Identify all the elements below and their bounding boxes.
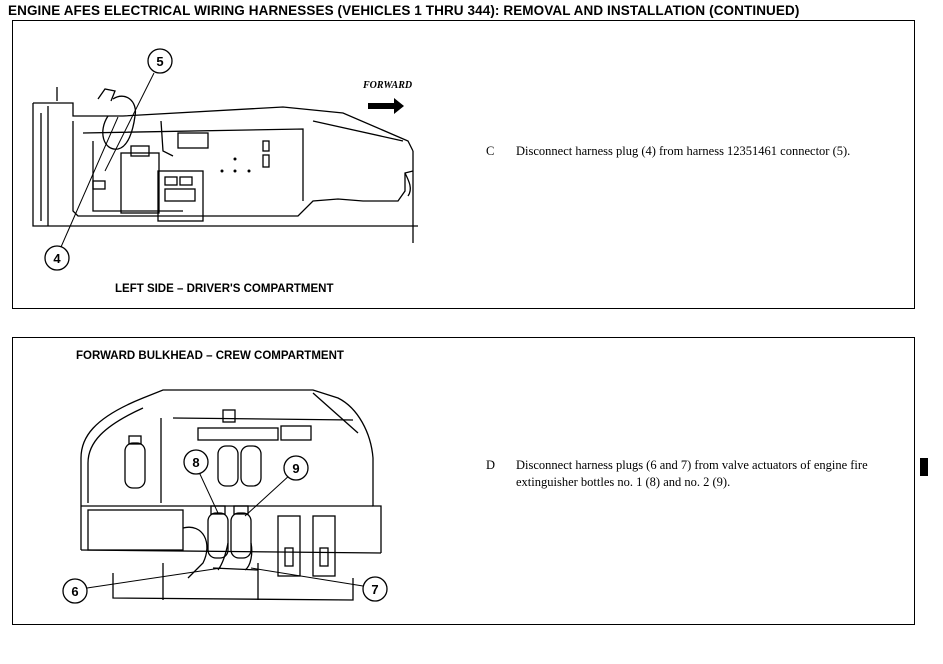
driver-compartment-illustration: 5 4 — [32, 48, 418, 271]
callout-6: 6 — [71, 584, 78, 599]
panel-caption: LEFT SIDE – DRIVER'S COMPARTMENT — [115, 283, 334, 295]
page-title: ENGINE AFES ELECTRICAL WIRING HARNESSES … — [8, 3, 800, 18]
callout-7: 7 — [371, 582, 378, 597]
crew-compartment-illustration: 8 9 6 7 — [62, 389, 388, 604]
step-letter: D — [486, 458, 496, 472]
step-text: Disconnect harness plugs (6 and 7) from … — [516, 458, 868, 489]
step-letter: C — [486, 144, 495, 158]
forward-label: FORWARD — [363, 80, 413, 91]
illustration-panel-crew-compartment: FORWARD BULKHEAD – CREW COMPARTMENT — [12, 337, 915, 625]
panel-caption: FORWARD BULKHEAD – CREW COMPARTMENT — [76, 350, 344, 362]
illustration-panel-driver-compartment: 5 4 FORWARD LEFT SIDE – DRIVER'S COMPART… — [12, 20, 915, 309]
callout-5: 5 — [156, 54, 163, 69]
callout-8: 8 — [192, 455, 199, 470]
callout-9: 9 — [292, 461, 299, 476]
step-text: Disconnect harness plug (4) from harness… — [516, 144, 851, 158]
arrow-right-icon — [368, 98, 404, 114]
step-c: C Disconnect harness plug (4) from harne… — [486, 143, 906, 183]
callout-4: 4 — [53, 251, 61, 266]
step-d: D Disconnect harness plugs (6 and 7) fro… — [486, 457, 906, 497]
page-edge-tab — [920, 458, 928, 476]
